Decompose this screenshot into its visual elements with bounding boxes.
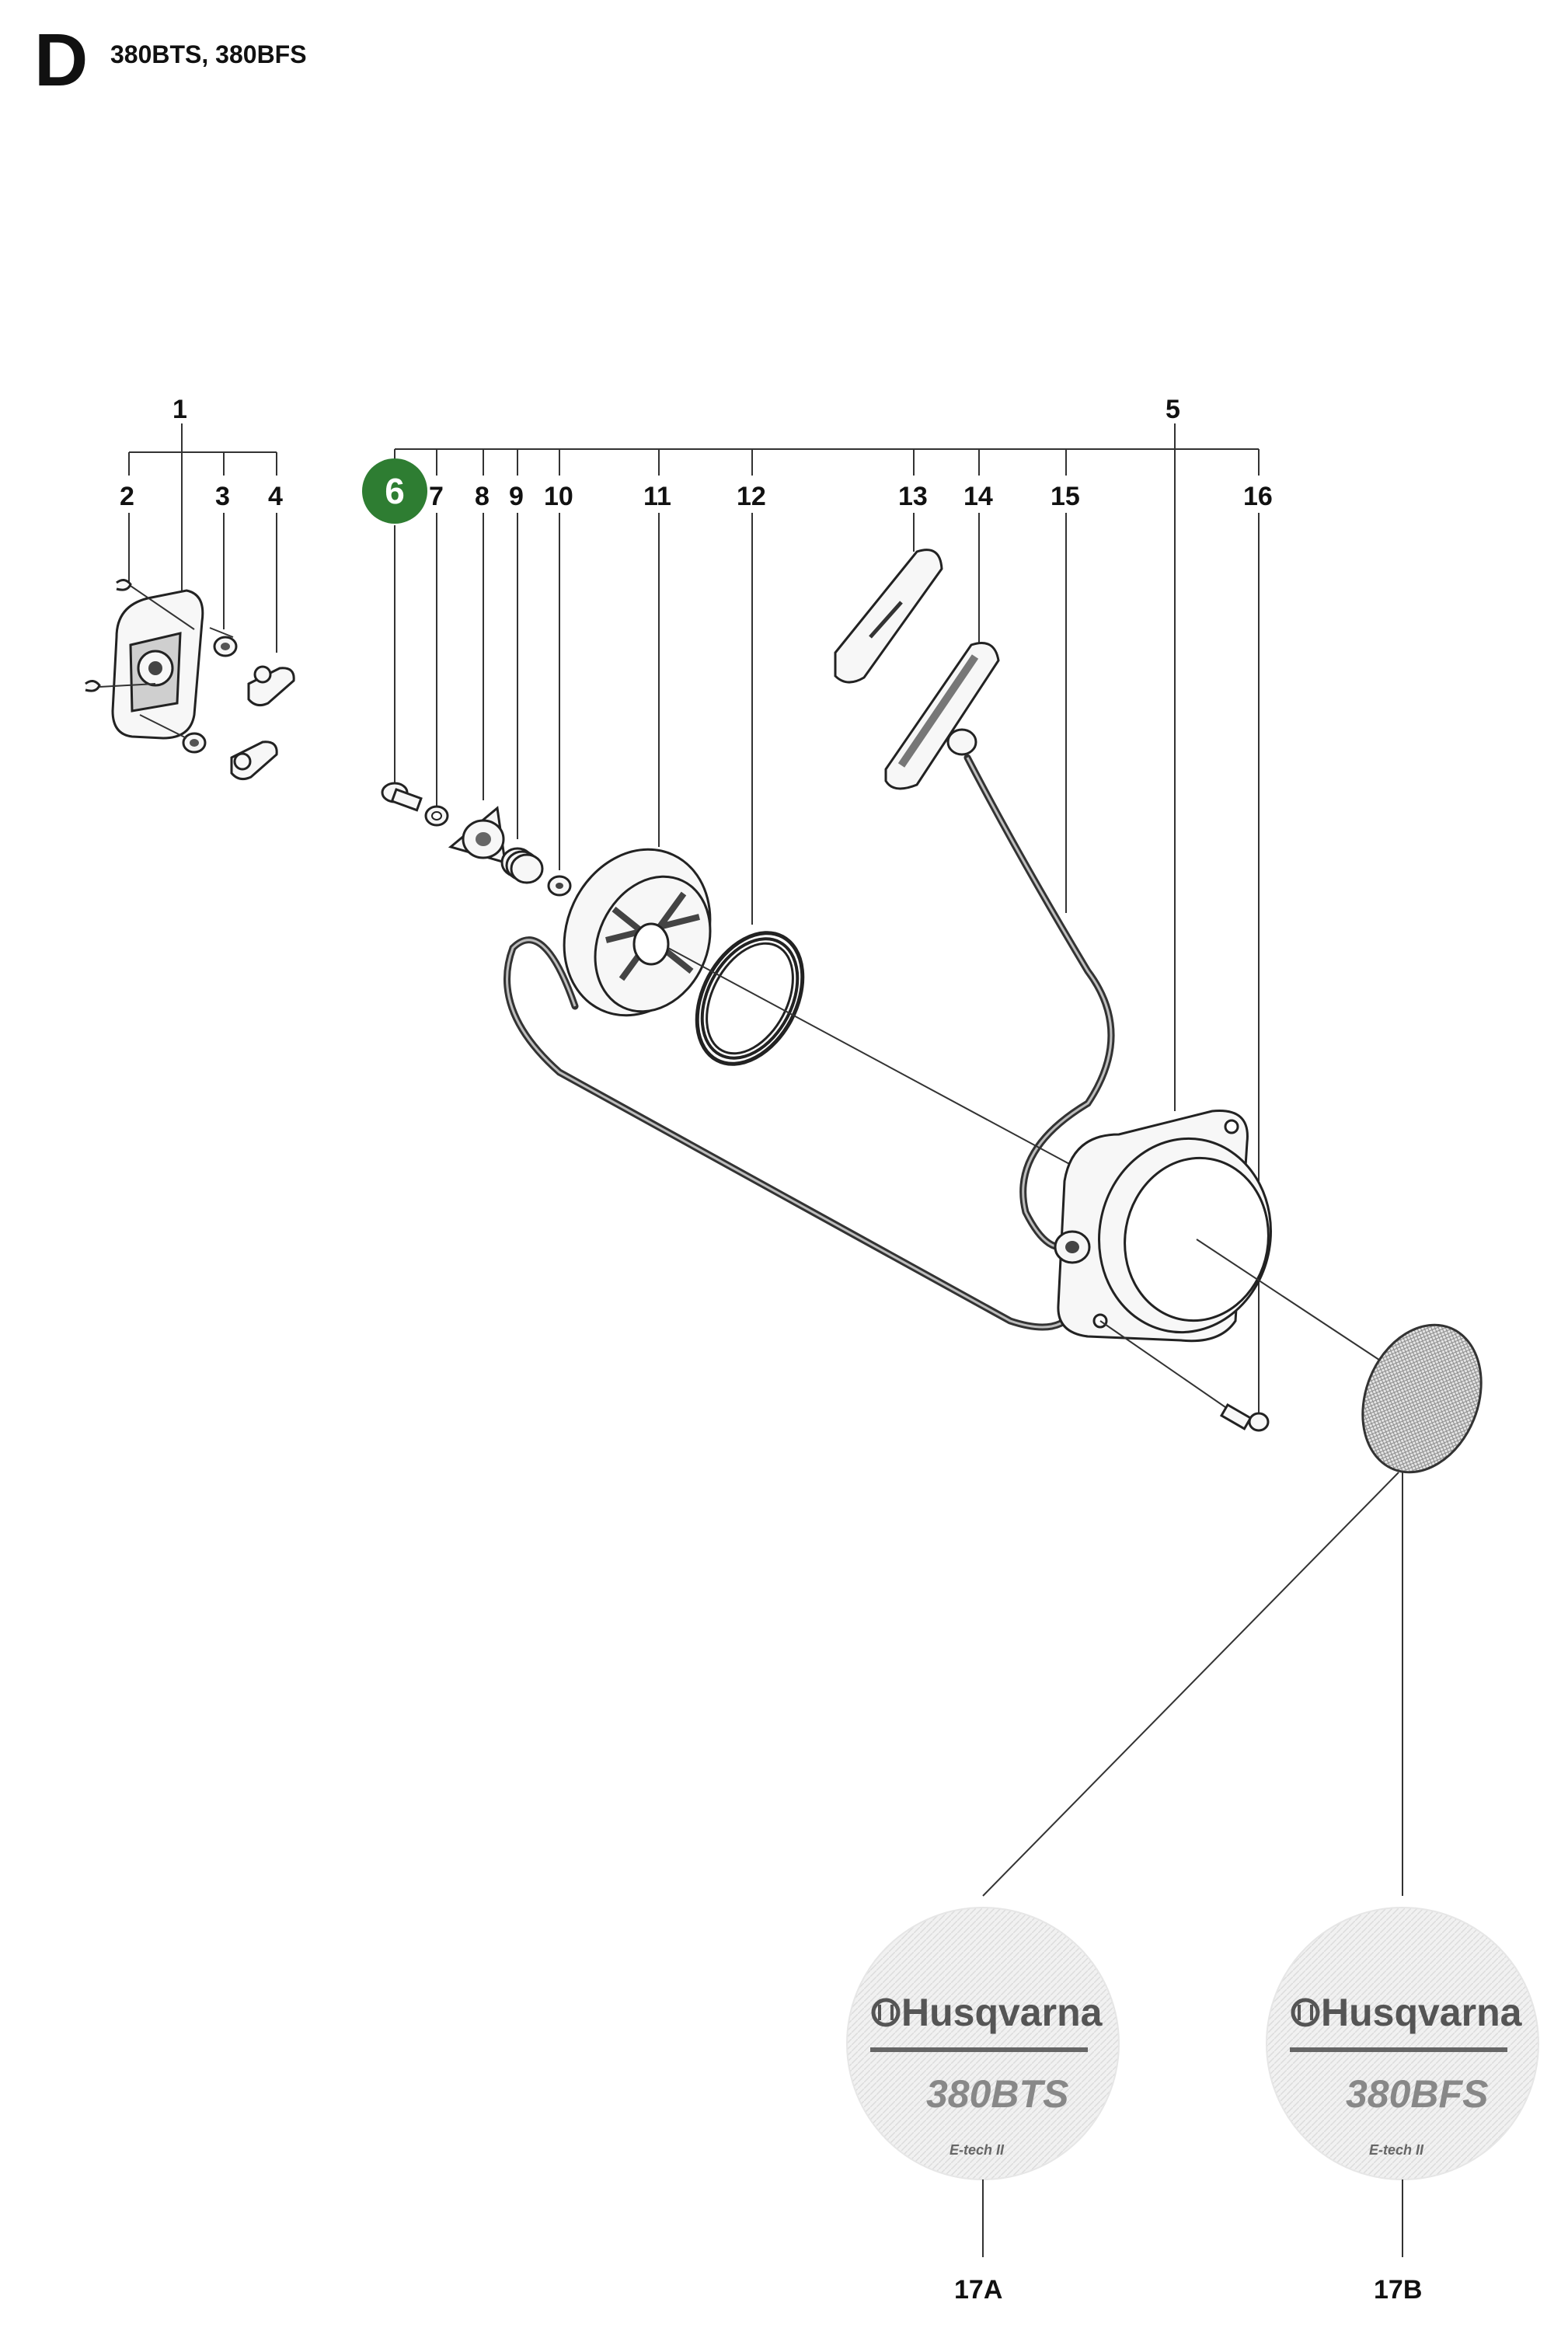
decal-17b-model: 380BFS	[1346, 2072, 1488, 2116]
part-4-pawls	[230, 665, 295, 781]
callout-5: 5	[1166, 395, 1180, 424]
group-bracket-1	[128, 423, 277, 476]
callout-13: 13	[898, 482, 928, 511]
callout-1: 1	[172, 395, 187, 424]
decal-17a-model: 380BTS	[926, 2072, 1068, 2116]
part-16-screw	[1219, 1402, 1270, 1432]
decal-17a: Husqvarna 380BTS E-tech II	[846, 1907, 1120, 2180]
husqvarna-logo-icon	[871, 1998, 901, 2027]
callout-4: 4	[268, 482, 283, 511]
part-2-circlips	[85, 579, 195, 692]
leader-17a	[982, 1472, 1399, 1897]
part-8-cam-hub	[448, 806, 507, 865]
part-12-recoil-spring	[695, 931, 805, 1066]
callout-15: 15	[1051, 482, 1080, 511]
callout-8: 8	[475, 482, 490, 511]
decal-17a-brand: Husqvarna	[901, 1991, 1103, 2034]
callout-3: 3	[215, 482, 230, 511]
callout-6: 6	[385, 471, 405, 511]
group-bracket-5	[394, 423, 1260, 476]
callout-10: 10	[544, 482, 573, 511]
part-14-starter-handle	[884, 642, 1000, 790]
callout-2: 2	[120, 482, 134, 511]
screw-axis-line	[1099, 1320, 1236, 1415]
part-15-starter-rope	[504, 754, 1115, 1331]
callout-17b: 17B	[1374, 2275, 1422, 2305]
highlight-badge-circle	[362, 458, 427, 524]
callout-9: 9	[509, 482, 524, 511]
decal-17a-tag: E-tech II	[950, 2142, 1005, 2158]
part-3-springs	[139, 627, 238, 754]
model-list: 380BTS, 380BFS	[110, 40, 307, 68]
leader-lines	[128, 423, 1260, 1414]
highlight-badge-6[interactable]: 6	[362, 458, 427, 524]
decal-17b: Husqvarna 380BFS E-tech II	[1266, 1907, 1539, 2180]
decal-17b-brand: Husqvarna	[1321, 1991, 1523, 2034]
callout-7: 7	[429, 482, 444, 511]
assembly-axis-line	[667, 947, 1073, 1166]
part-1-pawl-plate	[111, 589, 204, 740]
mesh-cover	[1361, 1323, 1483, 1474]
callout-12: 12	[737, 482, 766, 511]
callout-11: 11	[643, 482, 671, 511]
part-13-handle-insert	[834, 549, 943, 684]
part-11-rope-pulley	[563, 848, 712, 1017]
decal-17b-tag: E-tech II	[1369, 2142, 1424, 2158]
section-letter: D	[34, 19, 89, 102]
callout-14: 14	[963, 482, 993, 511]
husqvarna-logo-icon	[1291, 1998, 1320, 2027]
part-6-center-bolt[interactable]	[381, 782, 423, 812]
callout-17a: 17A	[954, 2275, 1002, 2305]
cover-axis-line	[1196, 1239, 1392, 1368]
part-5-starter-housing	[1054, 1110, 1272, 1343]
callout-16: 16	[1243, 482, 1273, 511]
part-10-washer	[547, 875, 572, 897]
part-7-washer	[424, 805, 449, 827]
part-9-spring	[500, 847, 544, 884]
